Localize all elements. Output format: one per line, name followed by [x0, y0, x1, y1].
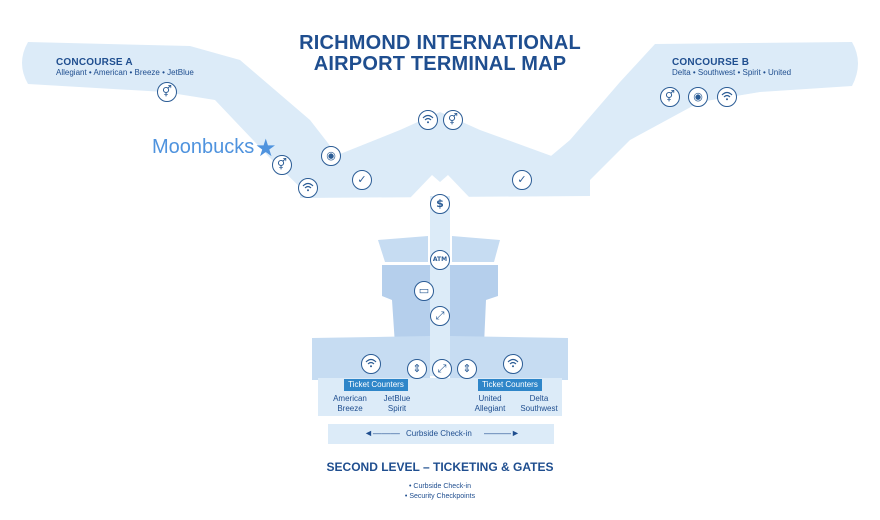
connector-notch	[410, 175, 470, 198]
currency-exchange-icon[interactable]: $	[430, 194, 450, 214]
nursing-room-icon[interactable]: ◉	[321, 146, 341, 166]
atm-icon[interactable]: ATM	[430, 250, 450, 270]
concourse-a-airlines: Allegiant • American • Breeze • JetBlue	[56, 68, 194, 77]
restroom-icon[interactable]: ⚥	[272, 155, 292, 175]
wifi-icon[interactable]	[418, 110, 438, 130]
computer-station-icon[interactable]: ▭	[414, 281, 434, 301]
concourse-a-title: CONCOURSE A	[56, 57, 133, 68]
wifi-icon[interactable]	[298, 178, 318, 198]
security-checkpoint-icon[interactable]: ✓	[352, 170, 372, 190]
mid-block-floor-east	[450, 265, 498, 345]
moonbucks-label[interactable]: Moonbucks	[152, 136, 255, 158]
wifi-icon[interactable]	[503, 354, 523, 374]
west-wing-floor	[378, 236, 428, 262]
wifi-icon[interactable]	[361, 354, 381, 374]
restroom-icon[interactable]: ⚥	[660, 87, 680, 107]
security-checkpoint-icon[interactable]: ✓	[512, 170, 532, 190]
level-title: SECOND LEVEL – TICKETING & GATES	[326, 460, 554, 474]
elevator-icon[interactable]: ⇕	[457, 359, 477, 379]
concourse-b-airlines: Delta • Southwest • Spirit • United	[672, 68, 792, 77]
map-title-line-1: RICHMOND INTERNATIONAL	[299, 32, 581, 54]
curbside-check-in-label: Curbside Check-in	[406, 429, 472, 438]
concourse-b-title: CONCOURSE B	[672, 57, 750, 68]
ticket-counters-left-label: Ticket Counters	[344, 379, 408, 391]
moonbucks-star-icon: ★	[255, 135, 277, 162]
east-wing-floor	[452, 236, 500, 262]
restroom-icon[interactable]: ⚥	[157, 82, 177, 102]
escalator-icon[interactable]: ⤢	[430, 306, 450, 326]
mid-block-floor	[382, 265, 430, 345]
curbside-arrow-left-icon: ◄———	[364, 428, 400, 438]
escalator-icon[interactable]: ⤢	[432, 359, 452, 379]
elevator-icon[interactable]: ⇕	[407, 359, 427, 379]
legend-item-security: • Security Checkpoints	[404, 493, 476, 500]
nursing-room-icon[interactable]: ◉	[688, 87, 708, 107]
legend-item-curbside: • Curbside Check-in	[409, 483, 471, 490]
wifi-icon[interactable]	[717, 87, 737, 107]
concourse-a-floor	[22, 42, 345, 195]
curbside-bar	[328, 424, 554, 444]
restroom-icon[interactable]: ⚥	[443, 110, 463, 130]
map-title-line-2: AIRPORT TERMINAL MAP	[313, 53, 567, 75]
central-spine-floor	[430, 196, 450, 376]
ticket-counters-right-label: Ticket Counters	[478, 379, 542, 391]
curbside-arrow-right-icon: ———►	[484, 428, 520, 438]
concourse-b-floor	[520, 42, 858, 196]
